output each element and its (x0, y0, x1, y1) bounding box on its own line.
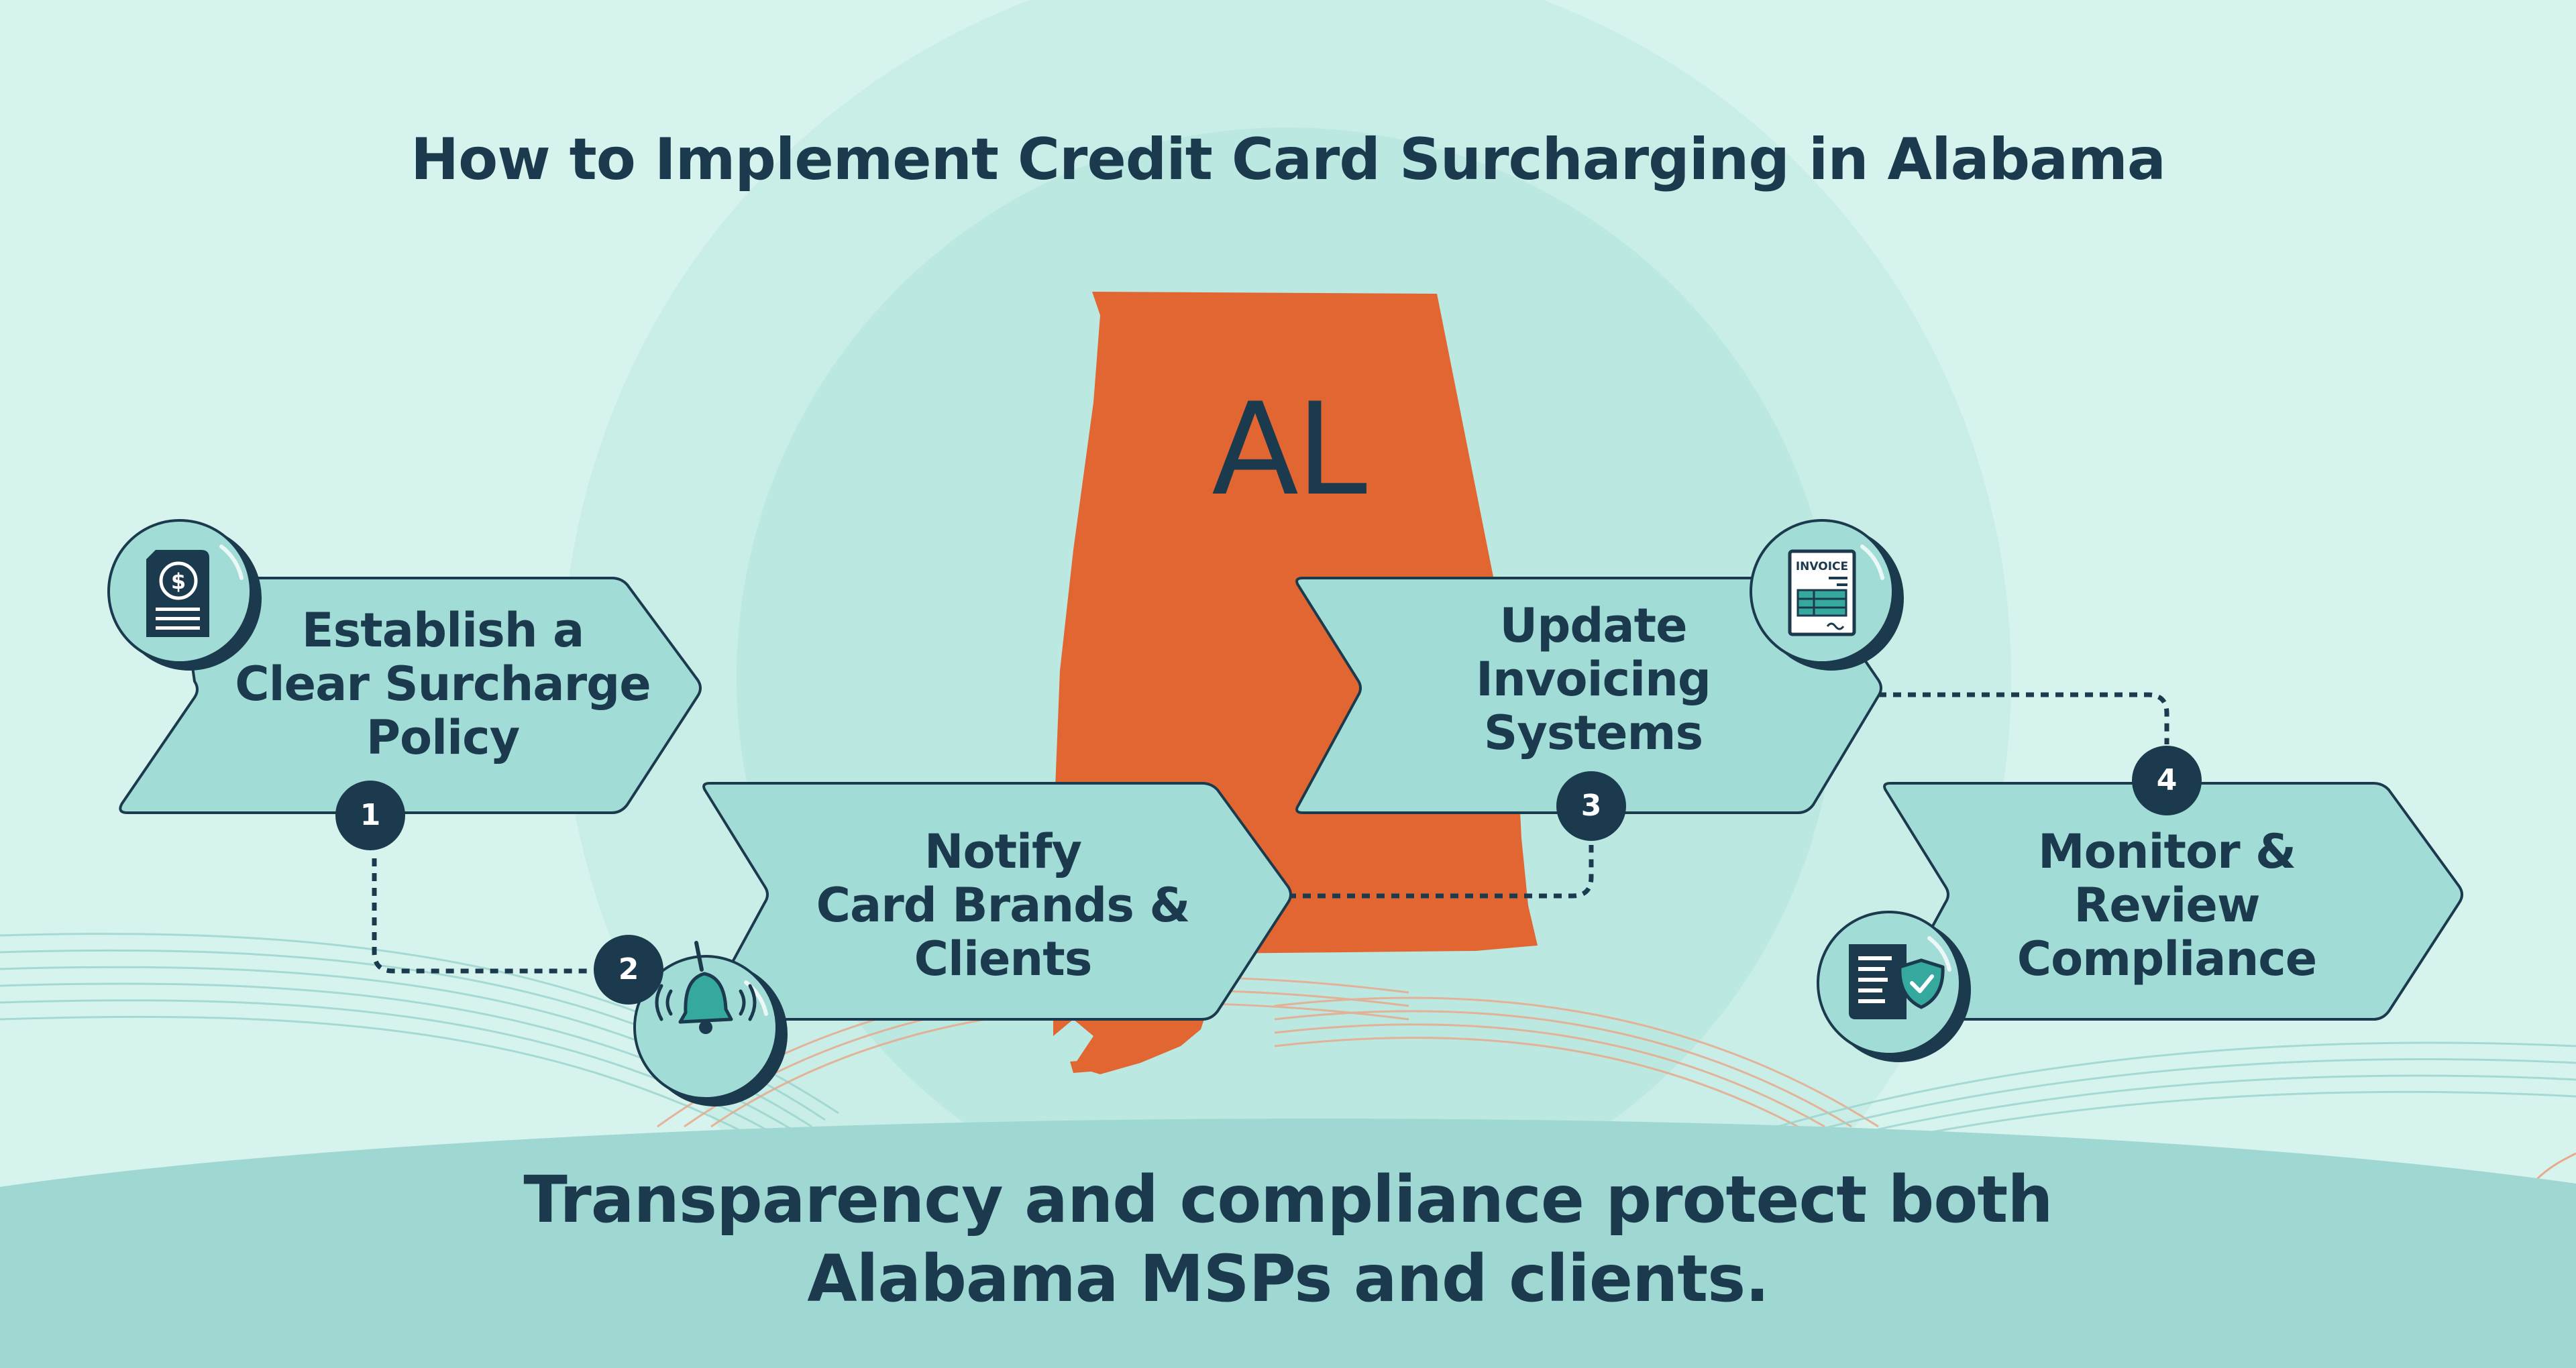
footer-line-1: Transparency and compliance protect both (523, 1162, 2053, 1237)
step-2-line-2: Card Brands & (816, 878, 1191, 933)
decorative-line-corner (2534, 1152, 2576, 1182)
step-2-line-1: Notify (924, 824, 1082, 879)
svg-text:$: $ (171, 569, 186, 594)
alabama-coast-island (1070, 1060, 1107, 1073)
step-2-line-3: Clients (914, 931, 1093, 986)
compliance-shield-document-icon (1849, 944, 1945, 1019)
step-2-icon-badge (633, 941, 788, 1106)
connector-1-to-2 (372, 858, 590, 974)
policy-document-dollar-icon: $ (146, 550, 209, 637)
step-1-number-badge: 1 (335, 781, 405, 850)
step-4-line-3: Compliance (2017, 931, 2318, 986)
step-3-line-3: Systems (1483, 705, 1703, 760)
invoice-icon-label: INVOICE (1796, 560, 1848, 573)
state-abbreviation-label: AL (1212, 376, 1367, 524)
step-4-label: Monitor & Review Compliance (1945, 825, 2388, 986)
step-4-number-badge: 4 (2132, 746, 2202, 815)
step-2-arrow-shape (702, 782, 1292, 1021)
step-2-number-badge: 2 (594, 935, 663, 1005)
step-1-icon-badge: $ (107, 519, 262, 671)
decorative-lines-right (1777, 1041, 2576, 1148)
footer-message: Transparency and compliance protect both… (0, 1160, 2576, 1318)
step-1-line-3: Policy (366, 710, 521, 765)
step-4-icon-badge (1817, 911, 1971, 1062)
step-1-line-1: Establish a (301, 603, 584, 658)
step-4-line-2: Review (2074, 878, 2260, 933)
connector-2-to-3 (1288, 845, 1594, 899)
notification-bell-icon (655, 941, 757, 1034)
page-title: How to Implement Credit Card Surcharging… (411, 126, 2166, 193)
step-1-label: Establish a Clear Surcharge Policy (221, 604, 664, 764)
step-3-label: Update Invoicing Systems (1375, 599, 1811, 760)
step-1-arrow-shape (119, 577, 702, 814)
step-3-number-badge: 3 (1556, 771, 1626, 841)
ground-hill (0, 1119, 2576, 1368)
step-3-line-1: Update (1499, 598, 1687, 653)
step-3-icon-badge: INVOICE (1750, 519, 1904, 671)
step-4-line-1: Monitor & (2037, 824, 2296, 879)
step-1-line-2: Clear Surcharge (235, 657, 651, 711)
footer-line-2: Alabama MSPs and clients. (807, 1241, 1770, 1316)
invoice-icon: INVOICE (1788, 549, 1856, 636)
step-4-arrow-shape (1883, 782, 2463, 1021)
step-3-line-2: Invoicing (1475, 652, 1711, 707)
connector-3-to-4 (1878, 692, 2169, 744)
step-2-label: Notify Card Brands & Clients (785, 825, 1221, 986)
